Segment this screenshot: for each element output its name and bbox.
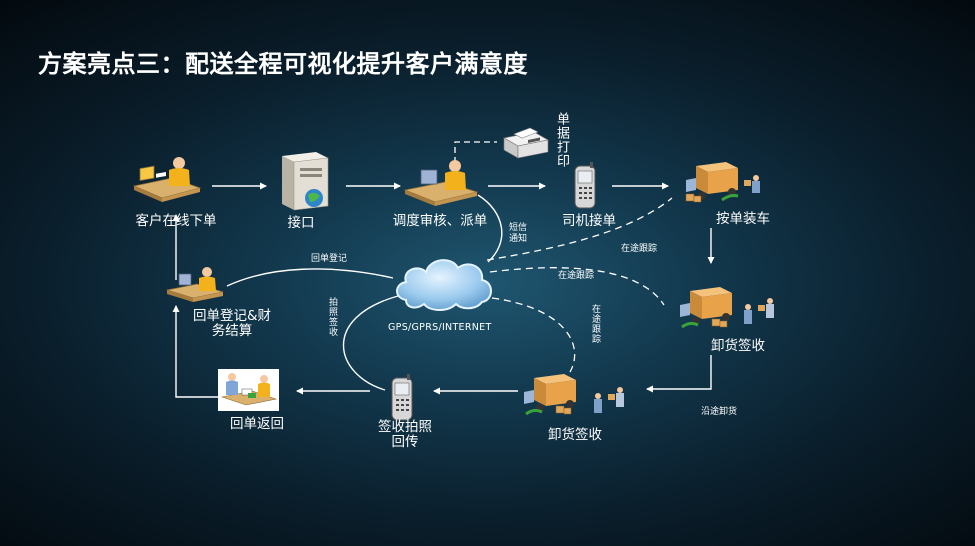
node-receipt-register-label-2: 务结算 — [211, 323, 253, 339]
register-desk-icon — [166, 267, 224, 302]
printer-icon — [503, 127, 549, 159]
node-driver-receive-label: 司机接单 — [562, 213, 616, 229]
curve-receipt-register — [226, 268, 394, 287]
dashed-tracking-to-load — [486, 197, 673, 261]
node-print-receipt-label: 单据打印 — [554, 112, 569, 168]
node-unload-bottom-label: 卸货签收 — [548, 427, 602, 443]
network-label: GPS/GPRS/INTERNET — [388, 322, 492, 333]
node-receipt-return-label: 回单返回 — [230, 416, 284, 432]
slide-title: 方案亮点三：配送全程可视化提升客户满意度 — [38, 50, 528, 78]
unload-along-route-annotation: 沿途卸货 — [701, 407, 738, 417]
cloud-network-icon — [396, 259, 492, 311]
arrow-return-to-register — [172, 305, 218, 398]
truck-unloading-icon-bottom — [524, 374, 624, 416]
node-customer-order-label: 客户在线下单 — [135, 213, 217, 229]
node-unload-right-label: 卸货签收 — [711, 338, 765, 354]
dispatcher-desk-icon — [403, 160, 479, 206]
receipt-register-annotation: 回单登记 — [311, 254, 348, 264]
node-sign-photo-label-2: 回传 — [391, 434, 419, 450]
person-at-desk-icon — [132, 157, 202, 202]
truck-loading-icon — [685, 162, 760, 203]
tracking-label-unload-bottom: 在途跟踪 — [590, 304, 600, 344]
dashed-tracking-to-unload-bottom — [491, 297, 576, 373]
tracking-label-load: 在途跟踪 — [621, 244, 658, 254]
sms-notify-label-2: 通知 — [509, 234, 528, 244]
dashed-tracking-to-unload-right — [489, 267, 665, 306]
curve-sms-notify — [477, 194, 503, 263]
truck-unloading-icon — [680, 287, 774, 329]
photo-sign-annotation: 拍照签收 — [327, 297, 337, 337]
node-load-label: 按单装车 — [716, 211, 770, 227]
server-icon — [282, 152, 329, 211]
node-interface-label: 接口 — [287, 215, 315, 231]
dashed-print-link — [454, 141, 497, 163]
arrow-unload-right-to-bottom — [646, 355, 712, 393]
node-dispatch-label: 调度审核、派单 — [392, 213, 488, 229]
node-receipt-register-label-1: 回单登记&财 — [192, 308, 272, 324]
sms-notify-label-1: 短信 — [509, 223, 528, 233]
mobile-phone-icon — [574, 162, 596, 209]
node-sign-photo-label-1: 签收拍照 — [378, 419, 432, 435]
tracking-label-unload-right: 在途跟踪 — [558, 271, 595, 281]
curve-photo-sign — [342, 295, 399, 391]
document-handover-icon — [218, 369, 279, 411]
camera-phone-icon — [391, 374, 413, 421]
